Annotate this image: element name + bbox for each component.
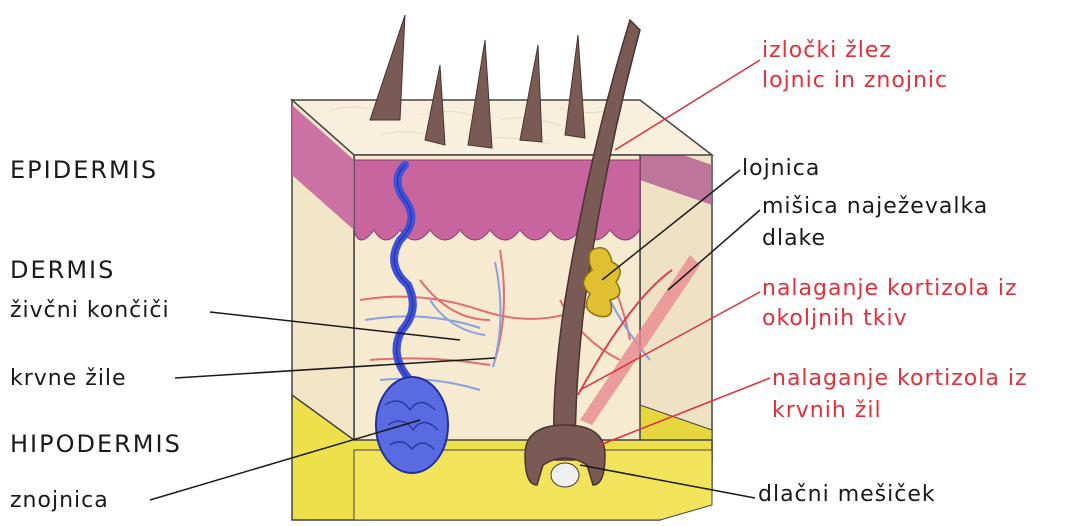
label-misica-1: mišica naježevalka (762, 196, 988, 218)
label-kortizol-tkiv-2: okoljnih tkiv (762, 308, 908, 330)
label-izlocki-1: izločki žlez (762, 40, 892, 62)
follicle-papilla (551, 463, 579, 487)
hair-5 (565, 35, 585, 138)
sweat-gland-coil (376, 377, 448, 473)
label-lojnica: lojnica (742, 158, 820, 180)
label-kortizol-zil-2: krvnih žil (772, 400, 882, 422)
hair-4 (520, 45, 542, 142)
label-epidermis: EPIDERMIS (10, 158, 158, 182)
label-dermis: DERMIS (10, 258, 115, 282)
label-hipodermis: HIPODERMIS (10, 432, 182, 456)
label-misica-2: dlake (762, 228, 826, 250)
label-dlacni-mesicek: dlačni mešiček (758, 484, 936, 506)
hair-3 (468, 40, 492, 148)
label-izlocki-2: lojnic in znojnic (762, 70, 948, 92)
skin-top-face (292, 100, 712, 155)
label-kortizol-tkiv-1: nalaganje kortizola iz (762, 278, 1018, 300)
label-zivcni-koncici: živčni končiči (10, 300, 170, 322)
hair-1 (370, 15, 405, 120)
label-krvne-zile: krvne žile (10, 368, 127, 390)
label-znojnica: znojnica (10, 490, 109, 512)
label-kortizol-zil-1: nalaganje kortizola iz (772, 368, 1028, 390)
